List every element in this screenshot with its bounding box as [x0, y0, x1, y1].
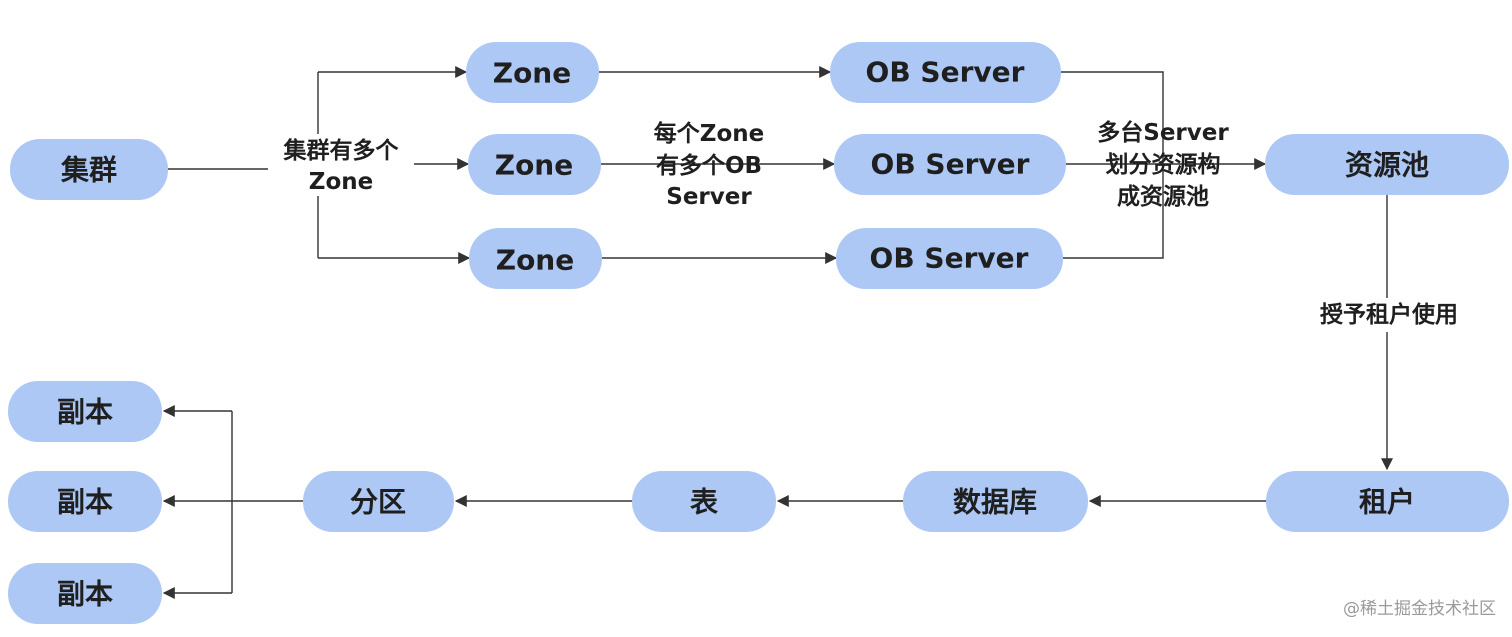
node-zone-3: Zone: [469, 228, 602, 289]
edge-labels: 集群有多个 Zone 每个Zone 有多个OB Server 多台Server …: [268, 119, 1473, 332]
node-table: 表: [632, 471, 776, 532]
node-replica-1-label: 副本: [57, 396, 113, 429]
node-tenant-label: 租户: [1359, 486, 1415, 519]
label-zone-servers: 每个Zone 有多个OB Server: [654, 120, 764, 210]
node-replica-3-label: 副本: [57, 578, 113, 611]
node-ob-server-2-label: OB Server: [871, 148, 1030, 181]
node-replica-1: 副本: [8, 381, 162, 442]
node-tenant: 租户: [1266, 471, 1509, 532]
label-servers-pool-line-1: 多台Server: [1097, 119, 1229, 146]
node-zone-1: Zone: [466, 42, 599, 103]
label-pool-tenant-text: 授予租户使用: [1320, 301, 1458, 328]
label-cluster-zones-line-1: 集群有多个: [283, 137, 400, 164]
watermark: @稀土掘金技术社区: [1343, 599, 1496, 619]
label-servers-pool-line-2: 划分资源构: [1106, 151, 1221, 178]
node-database: 数据库: [903, 471, 1088, 532]
label-zone-servers-line-1: 每个Zone: [654, 120, 764, 147]
label-cluster-zones-line-2: Zone: [309, 169, 373, 195]
edge-server-1-join: [1061, 71, 1164, 259]
node-ob-server-1-label: OB Server: [866, 56, 1025, 89]
node-zone-2-label: Zone: [495, 149, 573, 182]
node-zone-1-label: Zone: [493, 57, 571, 90]
node-replica-2: 副本: [8, 471, 162, 532]
node-cluster: 集群: [10, 139, 168, 200]
connectors: [162, 66, 1393, 599]
node-replica-2-label: 副本: [57, 486, 113, 519]
label-pool-tenant: 授予租户使用: [1303, 298, 1473, 332]
node-ob-server-3: OB Server: [836, 228, 1063, 289]
label-zone-servers-line-2: 有多个OB: [656, 152, 762, 179]
nodes: 集群 Zone Zone Zone OB Server OB Server OB…: [8, 42, 1509, 624]
node-ob-server-3-label: OB Server: [870, 242, 1029, 275]
node-zone-3-label: Zone: [496, 244, 574, 277]
node-cluster-label: 集群: [60, 154, 117, 187]
node-ob-server-1: OB Server: [830, 42, 1061, 103]
node-database-label: 数据库: [953, 486, 1037, 519]
node-resource-pool-label: 资源池: [1345, 149, 1429, 182]
label-servers-pool-line-3: 成资源池: [1117, 184, 1209, 210]
label-zone-servers-line-3: Server: [666, 184, 752, 210]
node-resource-pool: 资源池: [1265, 134, 1509, 195]
node-replica-3: 副本: [8, 563, 162, 624]
node-zone-2: Zone: [468, 134, 601, 195]
node-partition-label: 分区: [350, 486, 406, 519]
label-cluster-zones: 集群有多个 Zone: [268, 134, 414, 196]
node-ob-server-2: OB Server: [834, 134, 1066, 195]
node-partition: 分区: [303, 471, 454, 532]
node-table-label: 表: [690, 486, 718, 519]
label-servers-pool: 多台Server 划分资源构 成资源池: [1097, 119, 1229, 210]
